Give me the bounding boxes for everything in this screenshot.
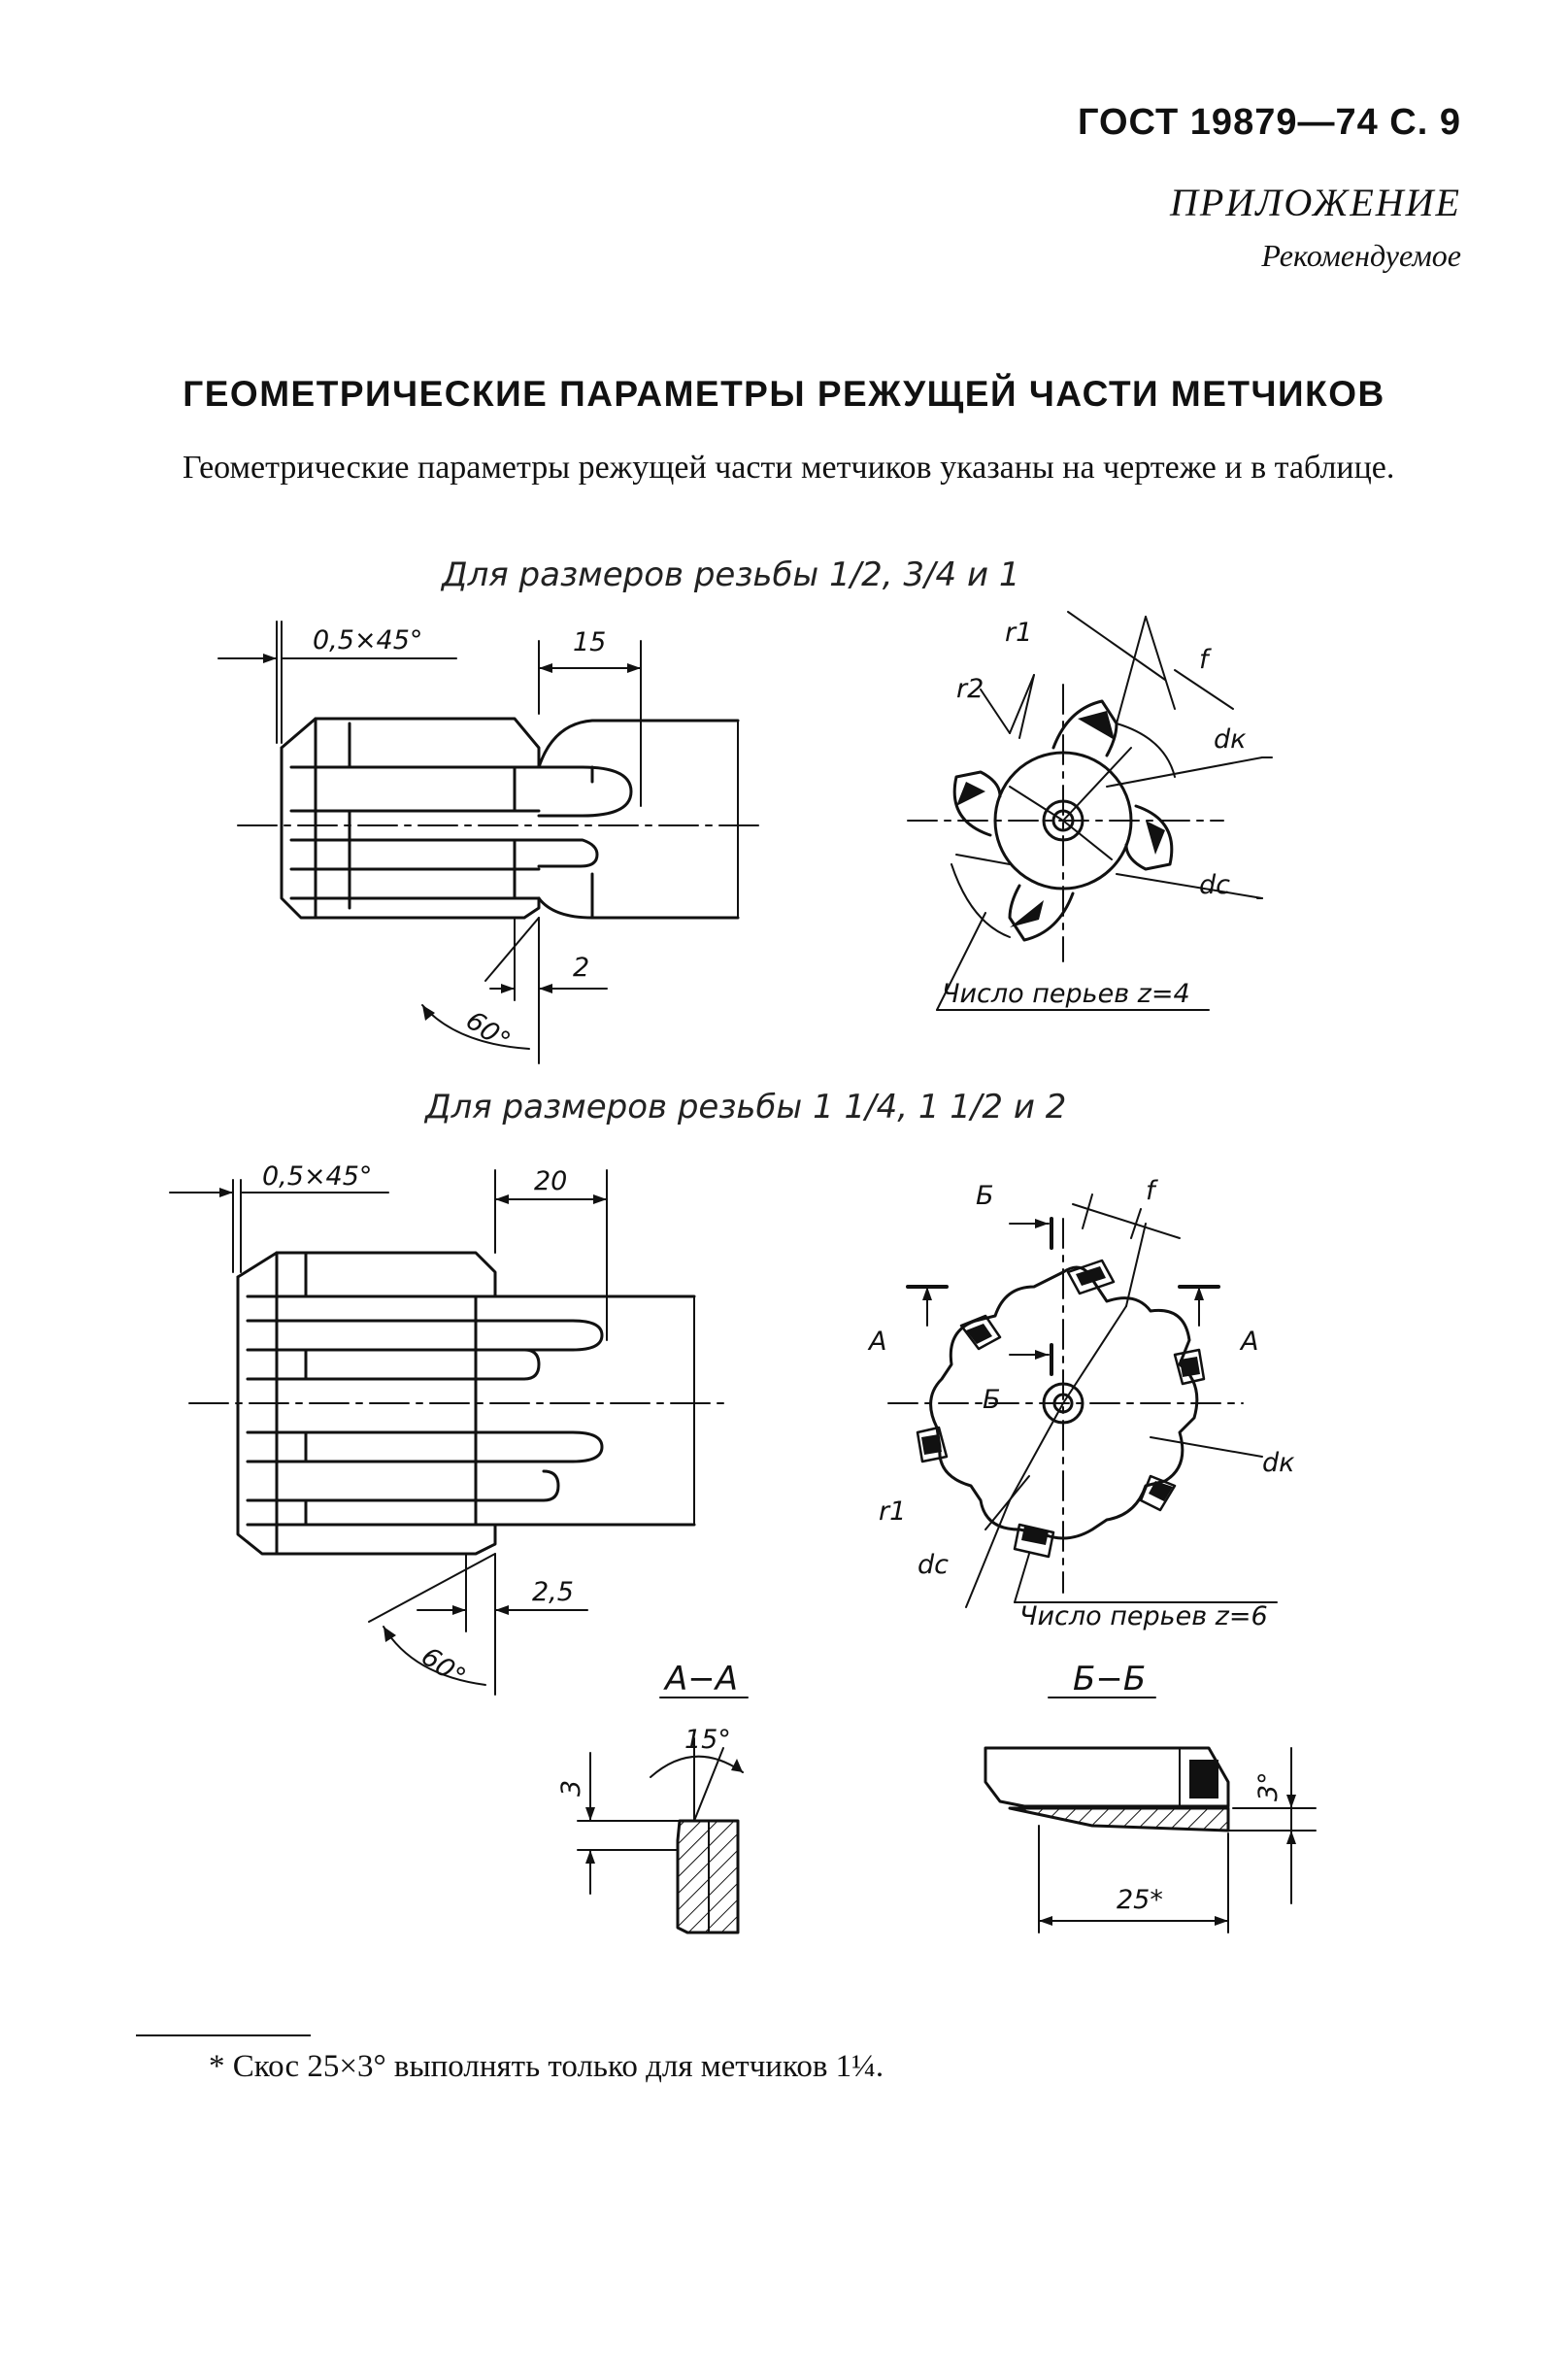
figure1-offset-label: 2 — [573, 953, 589, 983]
page-title: ГЕОМЕТРИЧЕСКИЕ ПАРАМЕТРЫ РЕЖУЩЕЙ ЧАСТИ М… — [183, 374, 1385, 414]
figure2-r1-label: r1 — [879, 1496, 906, 1527]
standard-header: ГОСТ 19879—74 С. 9 — [1077, 102, 1461, 143]
figure1-chamfer-label: 0,5×45° — [313, 625, 422, 655]
figure1-flutes-label: Число перьев z=4 — [942, 979, 1190, 1009]
figure1-r2-label: r2 — [956, 674, 984, 704]
figure2-dc-label: dc — [917, 1550, 949, 1580]
appendix-label: ПРИЛОЖЕНИЕ — [1170, 181, 1461, 224]
figure2-offset-label: 2,5 — [532, 1577, 574, 1607]
figure1-caption: Для размеров резьбы 1/2, 3/4 и 1 — [442, 555, 1020, 594]
section-bb-label: Б−Б — [1073, 1660, 1146, 1698]
figure1-angle-label: 60° — [460, 1005, 516, 1057]
figure2-b-label-mid: Б — [983, 1385, 1001, 1415]
figure2-a-label-right: А — [1239, 1327, 1258, 1357]
figure2-angle-label: 60° — [416, 1641, 471, 1693]
figure1-length-label: 15 — [573, 627, 606, 657]
figure2-flutes-label: Число перьев z=6 — [1019, 1601, 1268, 1631]
appendix-status: Рекомендуемое — [1261, 238, 1461, 273]
figure1-r1-label: r1 — [1005, 618, 1032, 648]
figure2-end-view — [887, 1193, 1278, 1608]
section-bb — [984, 1697, 1317, 1933]
figure2-dk-label: dк — [1262, 1448, 1295, 1478]
figure2-f-label: f — [1146, 1176, 1158, 1206]
figure2-length-label: 20 — [534, 1166, 567, 1196]
figure1-dk-label: dк — [1214, 724, 1247, 755]
section-aa-depth: 3 — [556, 1780, 586, 1797]
figure1-side-view — [217, 621, 763, 1064]
figure2-caption: Для размеров резьбы 1 1/4, 1 1/2 и 2 — [425, 1088, 1067, 1126]
section-aa-label: А−А — [663, 1660, 738, 1698]
figure2-chamfer-label: 0,5×45° — [262, 1161, 372, 1192]
footnote-rule — [136, 2034, 311, 2036]
figure2-b-label-top: Б — [976, 1181, 994, 1211]
figure1-dc-label: dc — [1199, 870, 1230, 900]
figure1-f-label: f — [1199, 645, 1212, 675]
figure1-end-view — [907, 611, 1273, 1011]
intro-paragraph: Геометрические параметры режущей части м… — [183, 450, 1395, 486]
section-bb-angle: 3° — [1253, 1771, 1284, 1801]
section-bb-length: 25* — [1117, 1885, 1163, 1915]
figure2-side-view — [169, 1169, 729, 1696]
figure2-a-label-left: А — [867, 1327, 886, 1357]
section-aa — [577, 1697, 749, 1934]
section-aa-angle: 15° — [684, 1725, 731, 1755]
footnote: * Скос 25×3° выполнять только для метчик… — [209, 2049, 884, 2084]
